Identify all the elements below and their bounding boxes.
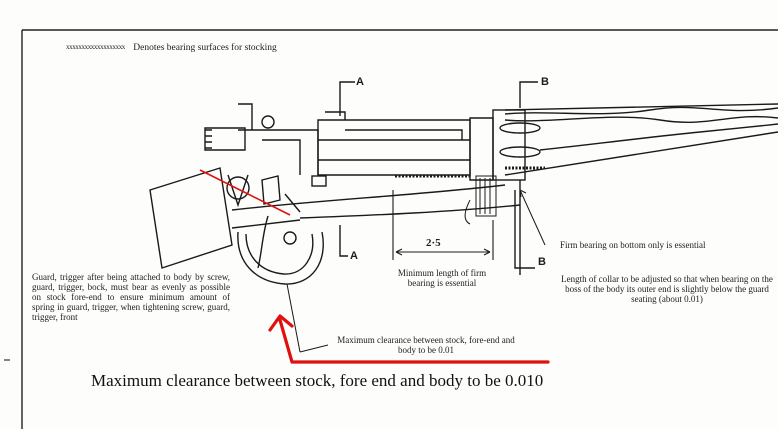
section-b-bottom-label: B — [538, 256, 546, 268]
barrel-wavy-2 — [504, 115, 778, 123]
leaders — [286, 189, 546, 353]
collar-ring-1 — [499, 122, 541, 134]
red-annotation-arrow — [268, 314, 550, 364]
collar-ring-2 — [499, 146, 541, 158]
dimension-lines — [392, 190, 494, 260]
section-a-bottom-label: A — [350, 250, 358, 262]
guard-inner — [245, 233, 314, 275]
serrations — [205, 129, 212, 149]
barrel-top-line — [504, 103, 778, 111]
guard-screw-line — [284, 193, 301, 213]
leader-clearance-vertical — [286, 283, 301, 353]
section-b-top — [519, 81, 538, 108]
note-guard-trigger: Guard, trigger after being attached to b… — [32, 272, 230, 322]
bolt-stop — [311, 175, 327, 187]
legend: xxxxxxxxxxxxxxxxxxx Denotes bearing surf… — [66, 42, 277, 53]
section-markers — [339, 81, 538, 269]
legend-hatch-sample: xxxxxxxxxxxxxxxxxxx — [66, 43, 125, 51]
stock-top-line — [231, 184, 506, 211]
bearing-hatch — [395, 166, 545, 217]
fore-end-top — [539, 123, 778, 151]
section-a-top-label: A — [356, 76, 364, 88]
rear-sight-post — [238, 103, 253, 130]
bridge-line — [238, 129, 319, 175]
bolt-line — [345, 129, 463, 140]
cocking-piece — [262, 139, 301, 175]
note-collar-length: Length of collar to be adjusted so that … — [561, 274, 773, 304]
safety-lever — [226, 176, 250, 200]
section-a-bottom — [339, 225, 348, 257]
red-arrow-head — [268, 314, 294, 332]
note-max-clearance: Maximum clearance between stock, fore-en… — [337, 335, 515, 355]
note-firm-bearing: Firm bearing on bottom only is essential — [560, 240, 706, 250]
receiver-bump — [325, 111, 346, 120]
trigger-blade — [257, 215, 269, 269]
rear-tang — [204, 127, 246, 151]
dimension-value: 2·5 — [426, 237, 441, 249]
frame-border — [21, 29, 778, 429]
fore-end-lower-taper — [504, 131, 778, 176]
sear-spring — [261, 175, 281, 205]
leader-firm-bearing — [519, 189, 546, 246]
sight-screw — [261, 115, 275, 129]
typed-callout-text: Maximum clearance between stock, fore en… — [91, 371, 544, 390]
trigger-guard — [226, 174, 324, 285]
guard-screw — [283, 231, 297, 245]
butt-stock — [149, 167, 233, 269]
legend-text: Denotes bearing surfaces for stocking — [133, 43, 277, 53]
stock-inner-line — [299, 204, 521, 219]
red-arrow-line — [278, 318, 550, 364]
note-min-length: Minimum length of firm bearing is essent… — [397, 268, 487, 288]
receiver-front — [469, 117, 494, 181]
leader-clearance — [299, 344, 329, 353]
red-diagonal-line — [199, 169, 291, 216]
dim-arrows — [395, 248, 491, 256]
section-a-top — [339, 81, 355, 116]
stock — [149, 167, 521, 269]
barrel-assembly — [469, 103, 778, 275]
section-b-top-label: B — [541, 76, 549, 88]
receiver-body — [204, 103, 471, 187]
barrel-wavy-1 — [504, 106, 778, 115]
receiver-main — [317, 119, 471, 176]
section-b-bottom — [514, 190, 535, 269]
hook-detail — [464, 199, 471, 225]
guard-bow — [237, 231, 324, 285]
